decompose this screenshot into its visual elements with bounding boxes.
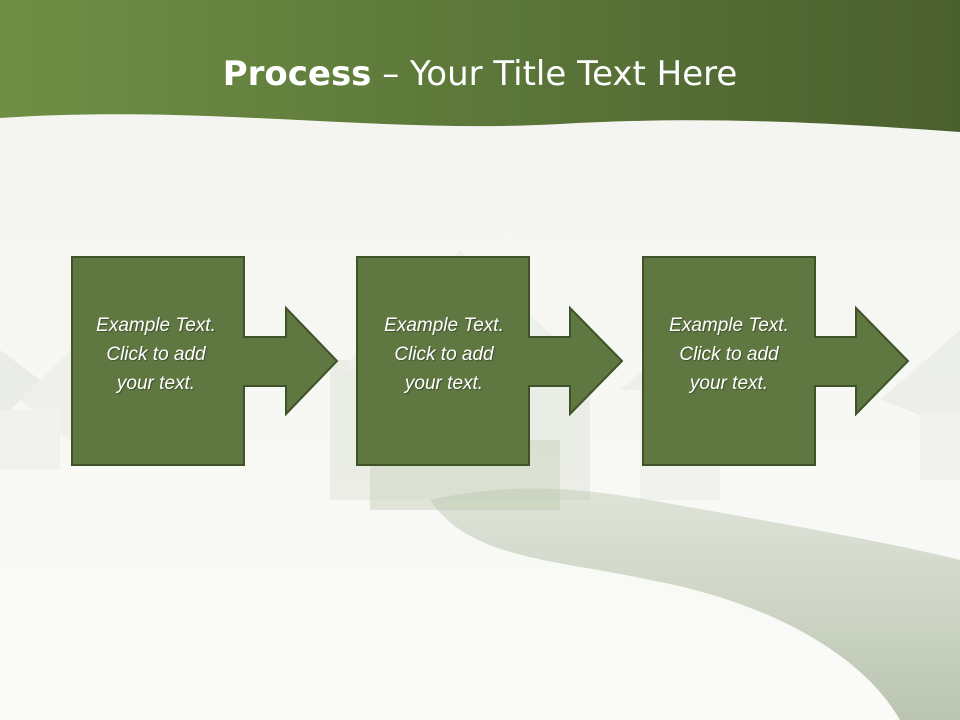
- grass-path-graphic: [430, 488, 960, 720]
- step-text-line: Click to add: [394, 344, 494, 365]
- process-step-2-text[interactable]: Example Text. Click to add your text.: [361, 311, 527, 398]
- title-bold-text: Process: [222, 54, 372, 94]
- process-step-3-text[interactable]: Example Text. Click to add your text.: [646, 311, 812, 398]
- process-step-1-shape[interactable]: [71, 256, 339, 466]
- step-text-line: Click to add: [679, 344, 779, 365]
- slide-title[interactable]: Process – Your Title Text Here: [0, 54, 960, 94]
- title-rest-text: – Your Title Text Here: [371, 54, 738, 94]
- process-step-3-shape[interactable]: [642, 256, 910, 466]
- step-text-line: your text.: [116, 373, 196, 394]
- step-text-line: Example Text.: [96, 315, 216, 336]
- process-step-1-text[interactable]: Example Text. Click to add your text.: [73, 311, 239, 398]
- step-text-line: Click to add: [106, 344, 206, 365]
- step-text-line: your text.: [404, 373, 484, 394]
- title-banner: [0, 0, 960, 132]
- step-text-line: Example Text.: [384, 315, 504, 336]
- step-text-line: Example Text.: [669, 315, 789, 336]
- process-step-2-shape[interactable]: [356, 256, 624, 466]
- step-text-line: your text.: [689, 373, 769, 394]
